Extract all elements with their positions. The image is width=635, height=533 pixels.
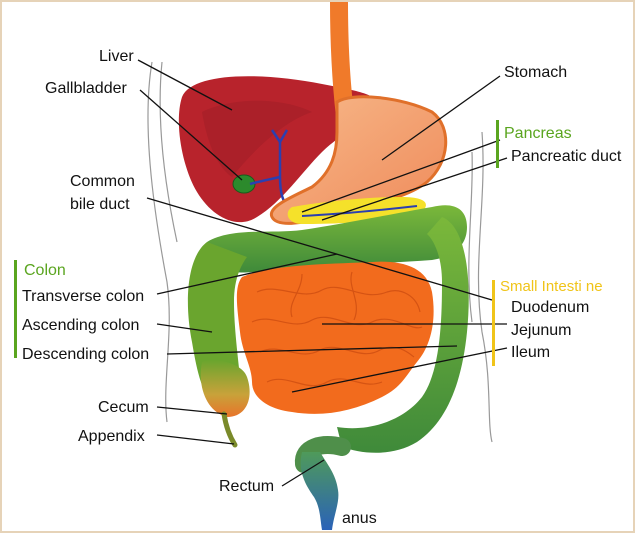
transverse-colon-shape [207,205,467,273]
label-small-intestine: Small Intesti ne [500,278,603,295]
pancreatic-duct-shape [301,205,418,217]
cecum-shape [200,360,250,417]
small-intestine-shape [236,261,434,414]
label-ileum: Ileum [511,344,551,361]
label-common-bile-duct-line2: bile duct [70,196,130,213]
label-colon: Colon [24,262,66,279]
intestine-folds [251,271,423,387]
label-appendix: Appendix [78,428,145,445]
descending-colon-shape [337,217,469,453]
colon-group-bar [14,260,17,358]
label-jejunum: Jejunum [511,322,572,339]
small-intestine-group-bar [492,280,495,366]
appendix-shape [221,411,238,448]
label-ascending-colon: Ascending colon [22,317,140,334]
label-anus: anus [342,510,377,527]
label-common-bile-duct-line1: Common [70,173,135,190]
label-duodenum: Duodenum [511,299,590,316]
label-liver: Liver [99,48,134,65]
label-transverse-colon: Transverse colon [22,288,145,305]
pancreas-group-bar [496,120,499,168]
gallbladder-shape [232,174,256,194]
leader-lines [137,59,508,487]
label-rectum: Rectum [219,478,275,495]
label-cecum: Cecum [98,399,149,416]
rectum-shape [300,452,339,530]
label-stomach: Stomach [504,64,568,81]
esophagus-shape [330,2,354,117]
liver-highlight [202,100,312,177]
label-gallbladder: Gallbladder [45,80,127,97]
label-pancreatic-duct: Pancreatic duct [511,148,622,165]
label-pancreas: Pancreas [504,125,572,142]
label-descending-colon: Descending colon [22,346,150,363]
